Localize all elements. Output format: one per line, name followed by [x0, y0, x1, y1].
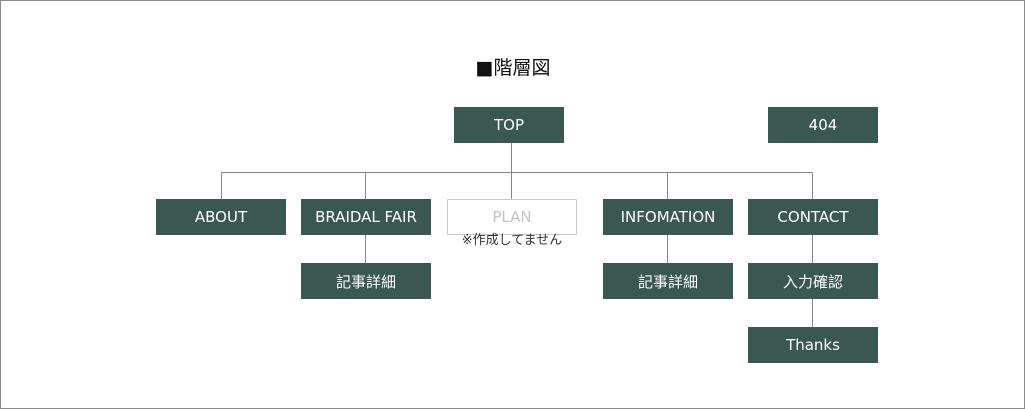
- plan-note: ※作成してません: [461, 233, 563, 248]
- node-404: 404: [768, 107, 878, 143]
- node-plan: PLAN: [447, 199, 577, 235]
- node-information-detail: 記事詳細: [603, 263, 733, 299]
- node-bridal-fair: BRAIDAL FAIR: [301, 199, 431, 235]
- node-thanks: Thanks: [748, 327, 878, 363]
- node-top: TOP: [454, 107, 564, 143]
- diagram-title: ■階層図: [475, 57, 551, 79]
- node-contact: CONTACT: [748, 199, 878, 235]
- node-about: ABOUT: [156, 199, 286, 235]
- node-contact-confirm: 入力確認: [748, 263, 878, 299]
- node-bridal-fair-detail: 記事詳細: [301, 263, 431, 299]
- node-information: INFOMATION: [603, 199, 733, 235]
